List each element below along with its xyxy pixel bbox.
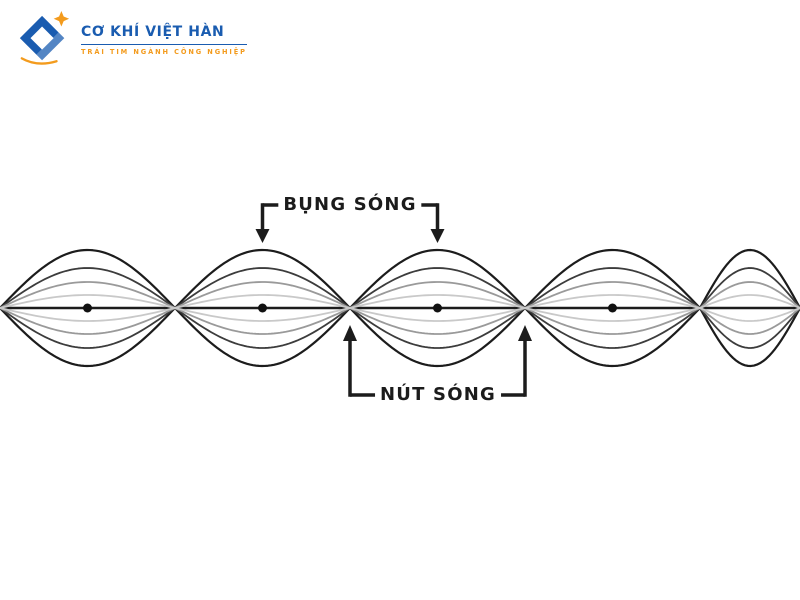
- brand-logo-icon: [19, 11, 70, 65]
- brand-name: CƠ KHÍ VIỆT HÀN: [81, 24, 247, 45]
- wave-envelope-curve: [0, 248, 800, 309]
- antinode-dot: [258, 303, 267, 313]
- brand-text: CƠ KHÍ VIỆT HÀN TRÁI TIM NGÀNH CÔNG NGHI…: [81, 24, 247, 56]
- wave-envelope-curve: [0, 307, 800, 349]
- node-arrowhead-up: [518, 325, 532, 341]
- wave-envelope-curve: [0, 307, 800, 322]
- antinode-label: BỤNG SÓNG: [278, 194, 422, 215]
- antinode-dot: [608, 303, 617, 313]
- wave-envelope-curve: [0, 307, 800, 368]
- wave-envelope-curve: [0, 307, 800, 335]
- wave-envelope-curve: [0, 281, 800, 309]
- wave-envelope-curve: [0, 294, 800, 309]
- node-label: NÚT SÓNG: [375, 384, 501, 405]
- antinode-dot: [433, 303, 442, 313]
- antinode-arrowhead-down: [430, 229, 445, 243]
- wave-envelope-curve: [0, 267, 800, 309]
- brand-tagline: TRÁI TIM NGÀNH CÔNG NGHIỆP: [81, 48, 247, 56]
- antinode-dot: [83, 303, 92, 313]
- logo: CƠ KHÍ VIỆT HÀN TRÁI TIM NGÀNH CÔNG NGHI…: [16, 10, 247, 70]
- node-arrowhead-up: [343, 325, 357, 341]
- antinode-arrowhead-down: [255, 229, 270, 243]
